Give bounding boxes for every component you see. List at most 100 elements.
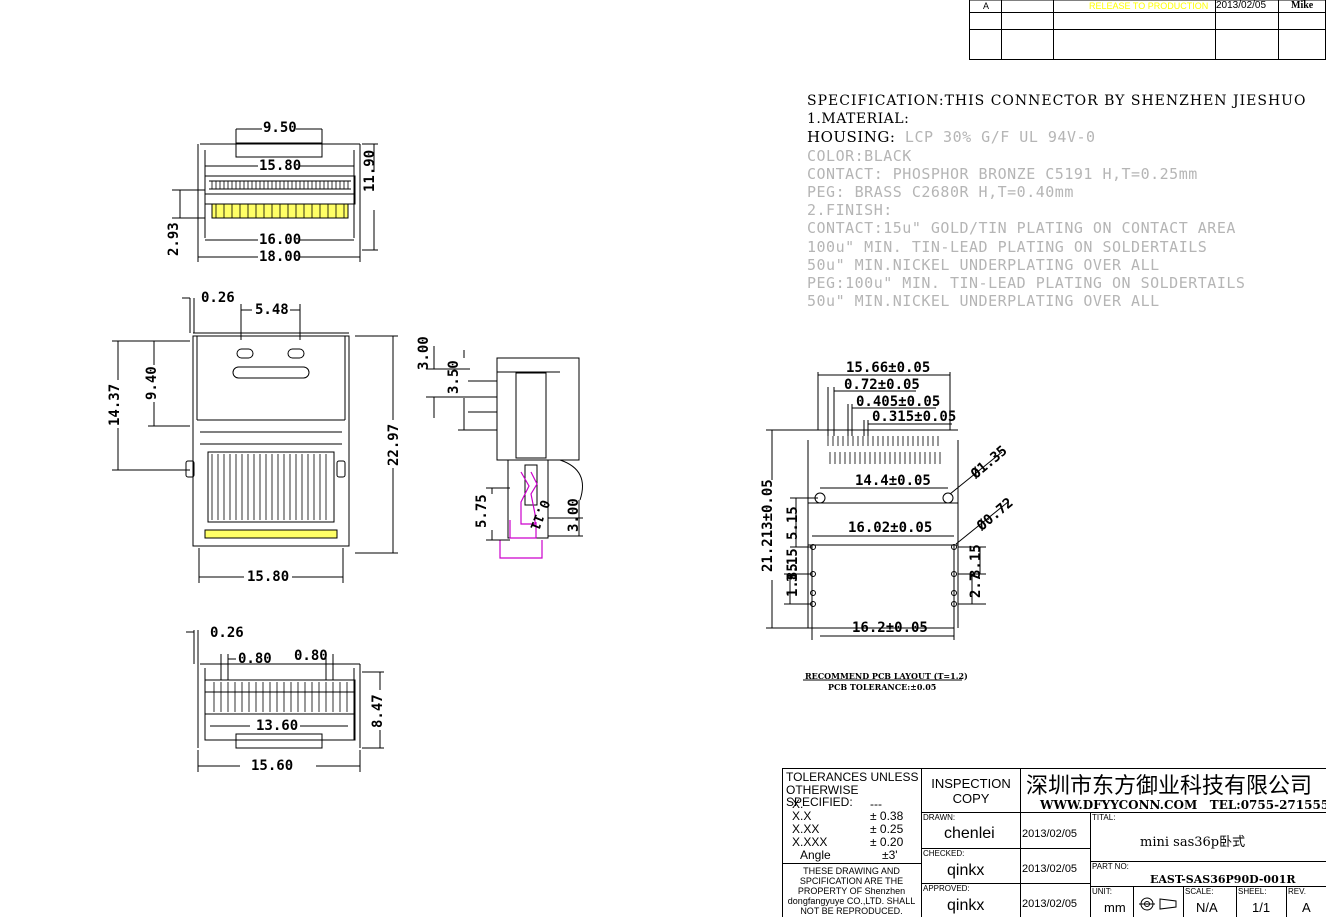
spec-finish-1: CONTACT:15u" GOLD/TIN PLATING ON CONTACT… bbox=[807, 219, 1236, 238]
pcb-dim-2-7: 2.7 bbox=[968, 572, 984, 598]
pcb-dim-21-213: 21.213±0.05 bbox=[760, 479, 776, 572]
top-dim-2-93: 2.93 bbox=[166, 222, 182, 256]
drawn-name: chenlei bbox=[944, 825, 995, 842]
spec-housing-value: LCP 30% G/F UL 94V-0 bbox=[904, 128, 1096, 147]
sheet-value: 1/1 bbox=[1252, 900, 1271, 915]
revision-description: RELEASE TO PRODUCTION bbox=[1089, 1, 1209, 11]
revision-by: Mike bbox=[1291, 0, 1314, 11]
property-line-1: THESE DRAWING AND bbox=[803, 866, 900, 876]
front-dim-5-48: 5.48 bbox=[255, 302, 289, 318]
unit-label: UNIT: bbox=[1092, 887, 1112, 896]
pcb-dim-1-85: 1.85 bbox=[785, 563, 801, 597]
drawing-title: mini sas36p卧式 bbox=[1140, 835, 1246, 850]
front-dim-14-37: 14.37 bbox=[107, 383, 123, 426]
top-dim-16-00: 16.00 bbox=[259, 232, 302, 248]
tol-xxx-val: ± 0.25 bbox=[870, 822, 904, 836]
inspection-line-1: INSPECTION bbox=[931, 776, 1011, 791]
company-name: 深圳市东方御业科技有限公司 bbox=[1026, 774, 1313, 799]
top-dim-15-80: 15.80 bbox=[259, 158, 302, 174]
rev-value: A bbox=[1302, 900, 1311, 915]
rev-label: REV. bbox=[1288, 887, 1306, 896]
title-block: TOLERANCES UNLESS OTHERWISE SPECIFIED: X… bbox=[782, 768, 1326, 917]
pcb-caption-1: RECOMMEND PCB LAYOUT (T=1.2) bbox=[805, 671, 968, 681]
tol-angle: Angle bbox=[800, 848, 831, 862]
bottom-view bbox=[197, 663, 361, 749]
spec-housing-label: HOUSING: bbox=[807, 128, 896, 147]
pcb-dim-15-66: 15.66±0.05 bbox=[846, 360, 931, 376]
bottom-dim-15-60: 15.60 bbox=[251, 758, 294, 774]
spec-title: SPECIFICATION:THIS CONNECTOR BY SHENZHEN… bbox=[807, 93, 1307, 109]
spec-finish-4: PEG:100u" MIN. TIN-LEAD PLATING ON SOLDE… bbox=[807, 274, 1246, 293]
property-line-5: NOT BE REPRODUCED. bbox=[800, 906, 903, 916]
tol-xx: X.X bbox=[792, 809, 812, 823]
pcb-dim-5-15: 5.15 bbox=[785, 506, 801, 540]
pcb-dim-dia-0-72: Ø0.72 bbox=[974, 494, 1017, 535]
tol-x-val: --- bbox=[870, 797, 882, 811]
tol-xxx: X.XX bbox=[792, 822, 820, 836]
side-dim-3-00-bottom: 3.00 bbox=[566, 498, 582, 532]
inspection-line-2: COPY bbox=[952, 791, 990, 806]
revision-letter: A bbox=[983, 1, 990, 11]
tol-xx-val: ± 0.38 bbox=[870, 809, 904, 823]
top-dim-18-00: 18.00 bbox=[259, 249, 302, 265]
bottom-dim-8-47: 8.47 bbox=[370, 694, 386, 728]
part-label: PART NO: bbox=[1092, 862, 1129, 871]
sheet-label: SHEEL: bbox=[1238, 887, 1267, 896]
spec-color: COLOR:BLACK bbox=[807, 146, 912, 165]
scale-value: N/A bbox=[1196, 900, 1218, 915]
scale-label: SCALE: bbox=[1185, 887, 1214, 896]
tol-xxxx-val: ± 0.20 bbox=[870, 835, 904, 849]
revision-table: A RELEASE TO PRODUCTION 2013/02/05 Mike bbox=[969, 0, 1326, 60]
side-dim-5-75: 5.75 bbox=[474, 494, 490, 528]
checked-date: 2013/02/05 bbox=[1022, 863, 1078, 875]
pcb-dim-dia-1-35: Ø1.35 bbox=[968, 442, 1011, 483]
spec-finish: 2.FINISH: bbox=[807, 201, 893, 220]
drawn-label: DRAWN: bbox=[923, 813, 956, 822]
property-line-3: PROPERTY OF Shenzhen bbox=[797, 886, 906, 896]
top-dim-11-90: 11.90 bbox=[362, 149, 378, 192]
top-view-pins bbox=[211, 181, 349, 218]
spec-finish-2: 100u" MIN. TIN-LEAD PLATING ON SOLDERTAI… bbox=[807, 237, 1208, 256]
bottom-dim-0-80-right: 0.80 bbox=[294, 648, 328, 664]
bottom-dim-13-60: 13.60 bbox=[256, 718, 299, 734]
pcb-caption-2: PCB TOLERANCE:±0.05 bbox=[828, 682, 937, 692]
title-label: TITAL: bbox=[1092, 813, 1116, 822]
spec-material: 1.MATERIAL: bbox=[807, 111, 910, 128]
revision-date: 2013/02/05 bbox=[1216, 0, 1267, 11]
company-web: WWW.DFYYCONN.COM TEL:0755-27155560 bbox=[1040, 798, 1326, 812]
tol-header-2: OTHERWISE SPECIFIED: bbox=[786, 782, 859, 809]
approved-label: APPROVED: bbox=[923, 884, 970, 893]
checked-label: CHECKED: bbox=[923, 849, 965, 858]
pcb-pads bbox=[827, 436, 941, 464]
pcb-dim-0-72: 0.72±0.05 bbox=[844, 377, 920, 393]
front-view-pins bbox=[211, 454, 327, 520]
side-dim-0-11: 0.11 bbox=[526, 497, 552, 533]
property-line-2: SPCIFICATION ARE THE bbox=[799, 876, 904, 886]
pcb-dim-14-4: 14.4±0.05 bbox=[855, 473, 931, 489]
projection-icon bbox=[1138, 896, 1180, 912]
pcb-dim-16-02: 16.02±0.05 bbox=[848, 520, 933, 536]
front-dim-9-40: 9.40 bbox=[144, 366, 160, 400]
part-number: EAST-SAS36P90D-001R bbox=[1150, 873, 1296, 886]
property-notice: THESE DRAWING AND SPCIFICATION ARE THE P… bbox=[782, 866, 921, 916]
inspection-copy: INSPECTION COPY bbox=[922, 776, 1020, 806]
tol-angle-val: ±3' bbox=[882, 848, 898, 862]
specification-block: SPECIFICATION:THIS CONNECTOR BY SHENZHEN… bbox=[807, 92, 1306, 310]
approved-date: 2013/02/05 bbox=[1022, 898, 1078, 910]
pcb-dim-16-2: 16.2±0.05 bbox=[852, 620, 928, 636]
spec-finish-5: 50u" MIN.NICKEL UNDERPLATING OVER ALL bbox=[807, 292, 1160, 311]
pcb-dim-0-315: 0.315±0.05 bbox=[872, 409, 957, 425]
spec-finish-3: 50u" MIN.NICKEL UNDERPLATING OVER ALL bbox=[807, 255, 1160, 274]
spec-housing: HOUSING: LCP 30% G/F UL 94V-0 bbox=[807, 128, 1306, 146]
spec-contact: CONTACT: PHOSPHOR BRONZE C5191 H,T=0.25m… bbox=[807, 164, 1198, 183]
side-dim-3-00-top: 3.00 bbox=[416, 336, 432, 370]
tol-x: X. bbox=[792, 797, 804, 811]
bottom-view-pins bbox=[213, 682, 348, 712]
checked-name: qinkx bbox=[947, 862, 985, 879]
front-dim-22-97: 22.97 bbox=[386, 423, 402, 466]
tol-header-1: TOLERANCES UNLESS bbox=[786, 770, 919, 784]
top-dim-9-50: 9.50 bbox=[263, 120, 297, 136]
bottom-dim-0-80-left: 0.80 bbox=[238, 651, 272, 667]
front-dim-15-80: 15.80 bbox=[247, 569, 290, 585]
drawn-date: 2013/02/05 bbox=[1022, 828, 1078, 840]
